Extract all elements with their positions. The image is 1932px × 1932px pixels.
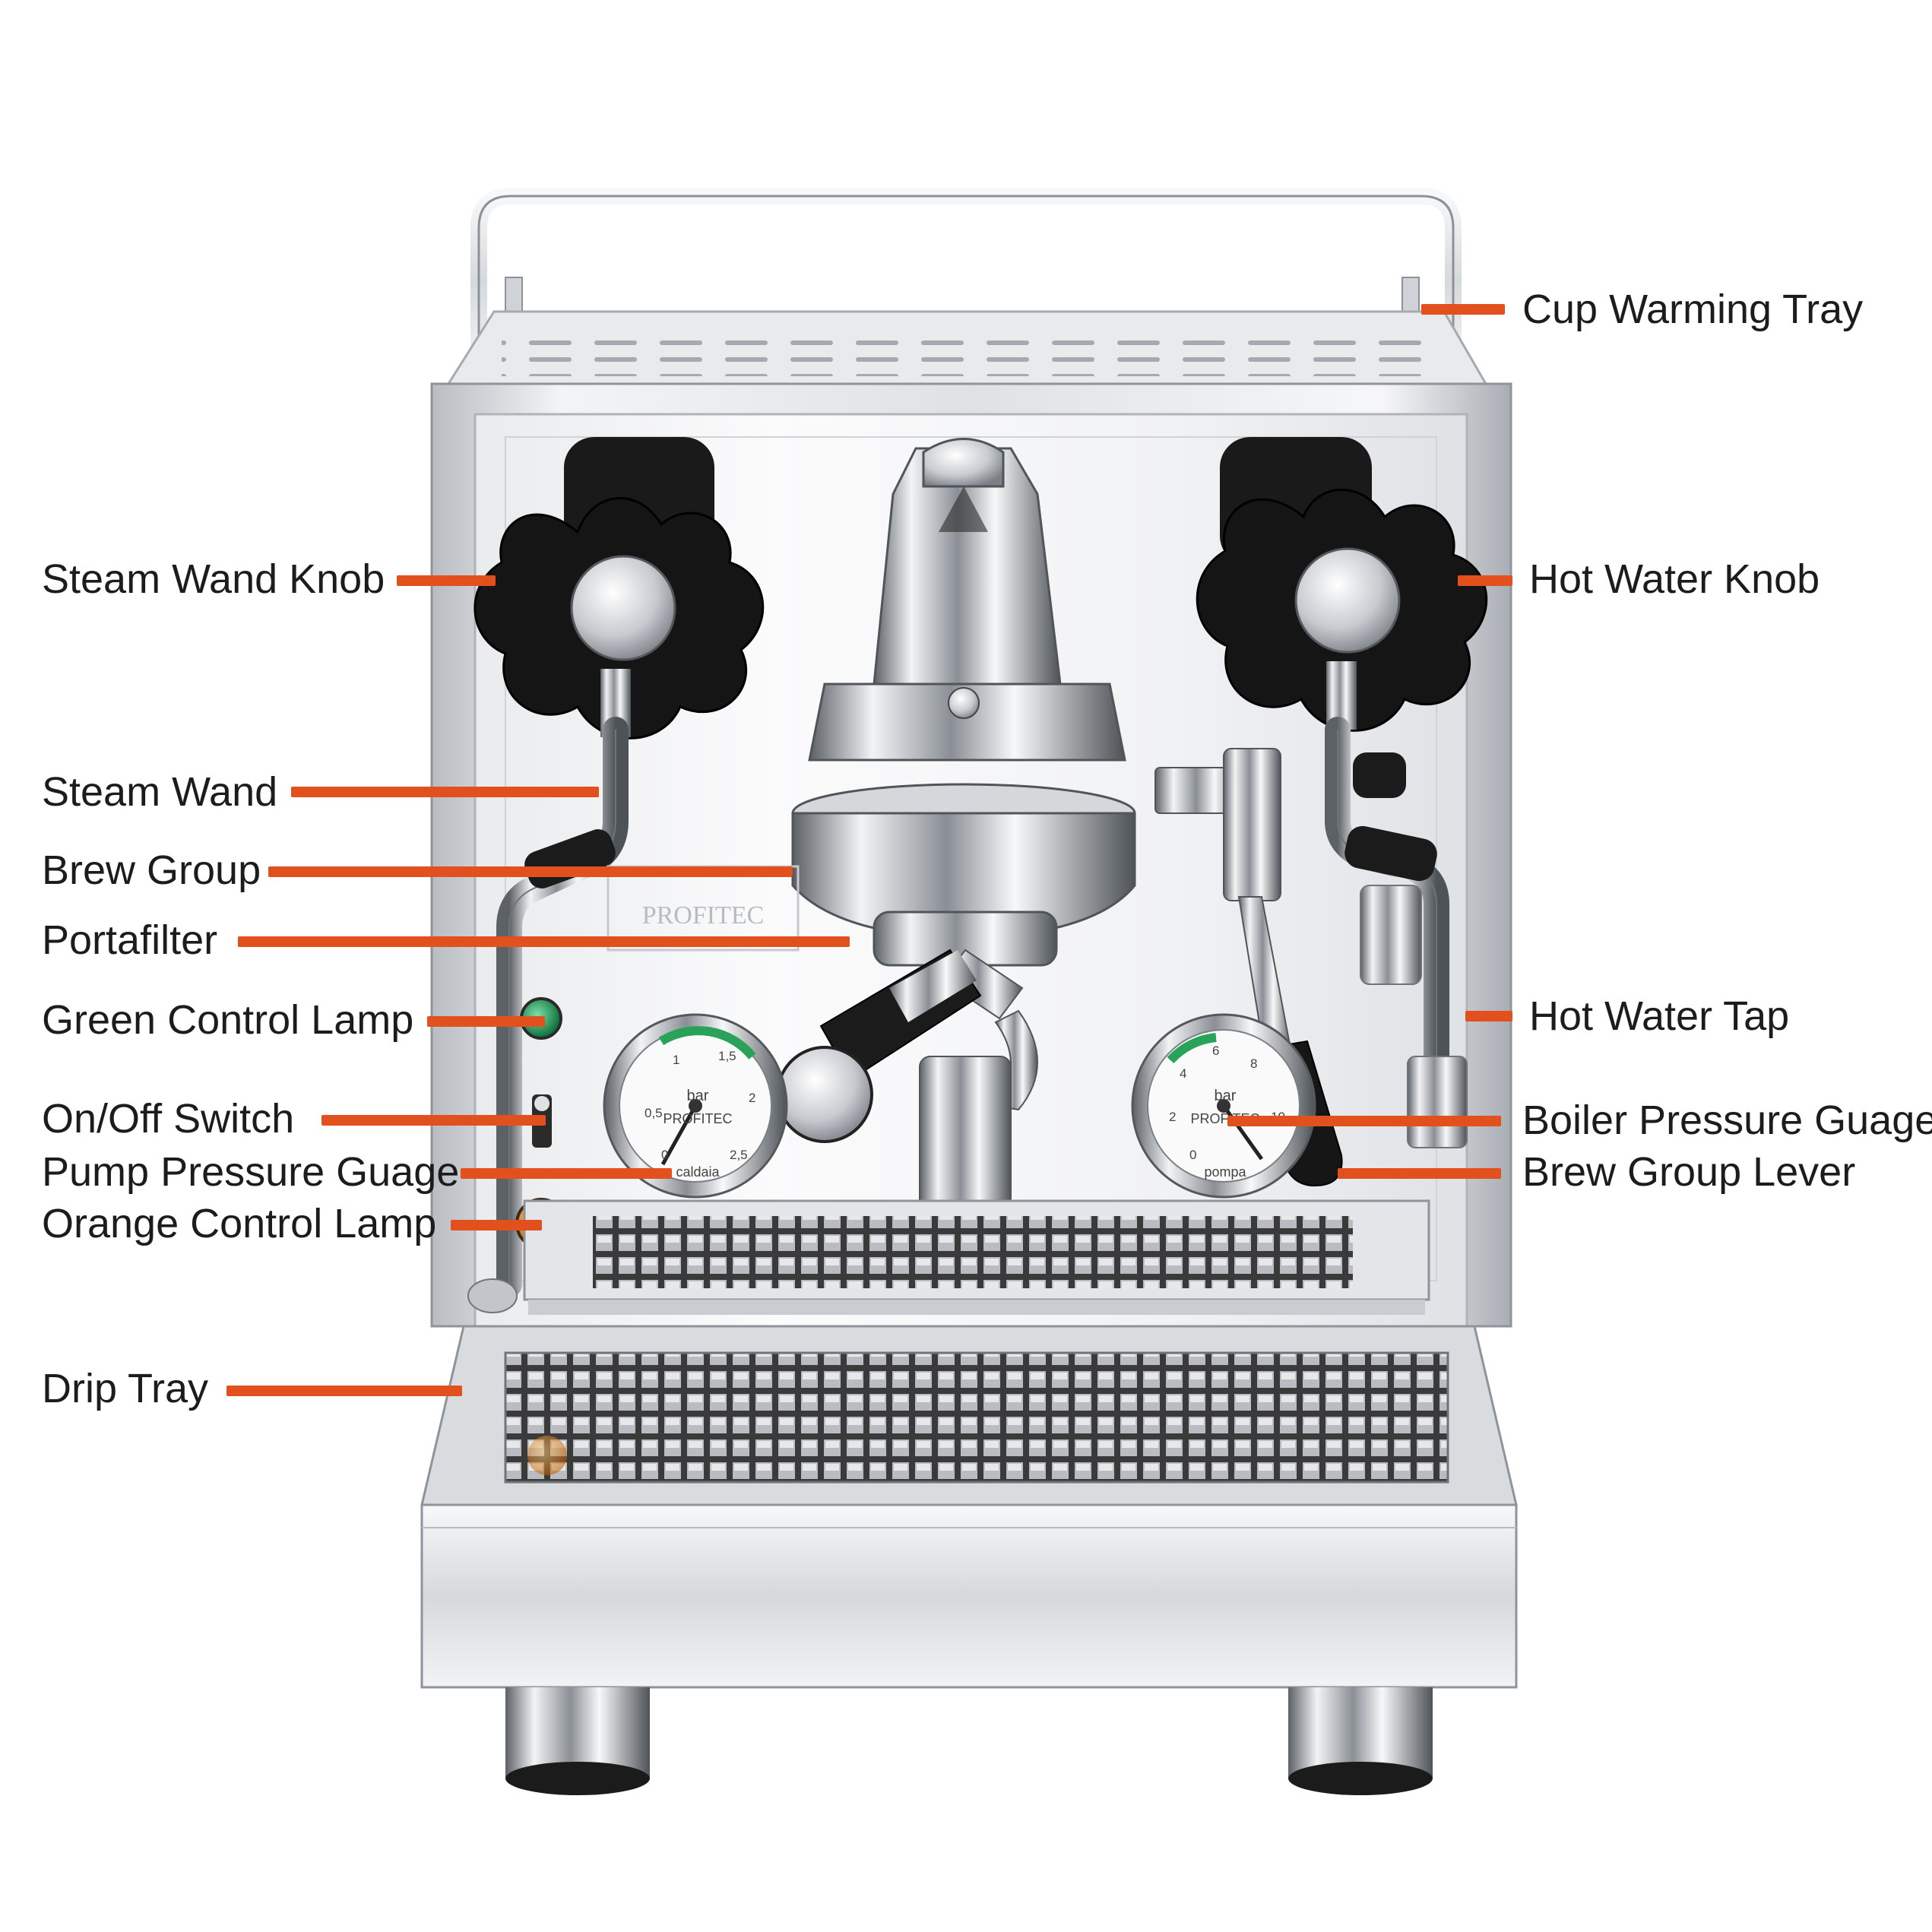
- pointer-steam-wand-knob: [397, 575, 496, 586]
- right-gauge-tick: 0: [1189, 1148, 1196, 1162]
- label-on-off-switch: On/Off Switch: [42, 1096, 295, 1142]
- steam-wand-knob: [473, 437, 765, 740]
- label-green-control-lamp: Green Control Lamp: [42, 997, 414, 1043]
- right-gauge-tick: 4: [1180, 1066, 1186, 1081]
- brand-plate: PROFITEC: [607, 865, 800, 952]
- label-brew-group-lever: Brew Group Lever: [1522, 1149, 1856, 1195]
- boiler-pressure-gauge: bar PROFITEC pompa 0 2 4 6 8 10: [1131, 1013, 1316, 1199]
- machine-feet: [505, 1687, 1433, 1795]
- left-gauge-tick: 2: [749, 1091, 755, 1105]
- right-gauge-tick: 6: [1212, 1044, 1219, 1058]
- label-boiler-pressure-guage: Boiler Pressure Guage: [1522, 1097, 1932, 1143]
- pointer-on-off-switch: [321, 1115, 546, 1126]
- left-gauge-tick: 0,5: [645, 1106, 663, 1120]
- brew-group-head: [791, 783, 1136, 967]
- portafilter: [776, 949, 1038, 1270]
- label-orange-control-lamp: Orange Control Lamp: [42, 1201, 437, 1246]
- pointer-hot-water-tap: [1465, 1011, 1512, 1021]
- left-gauge-tick: 1,5: [718, 1049, 736, 1063]
- pointer-steam-wand: [291, 787, 599, 797]
- pointer-orange-control-lamp: [451, 1220, 542, 1230]
- pointer-drip-tray: [226, 1386, 462, 1396]
- pointer-pump-pressure-guage: [461, 1168, 672, 1179]
- right-gauge-caption: pompa: [1204, 1164, 1246, 1180]
- pointer-brew-group: [268, 866, 793, 877]
- left-gauge-tick: 1: [673, 1053, 679, 1067]
- label-pump-pressure-guage: Pump Pressure Guage: [42, 1149, 460, 1195]
- right-gauge-tick: 8: [1250, 1056, 1257, 1071]
- label-portafilter: Portafilter: [42, 917, 218, 963]
- pointer-hot-water-knob: [1458, 575, 1512, 586]
- upper-grate: [523, 1199, 1430, 1315]
- hot-water-knob: [1196, 437, 1488, 732]
- label-drip-tray: Drip Tray: [42, 1366, 209, 1411]
- drip-tray: [420, 1325, 1518, 1689]
- pointer-green-control-lamp: [427, 1016, 545, 1027]
- brew-group-tower: [808, 438, 1126, 762]
- pointer-brew-group-lever: [1338, 1168, 1501, 1179]
- label-steam-wand: Steam Wand: [42, 769, 278, 815]
- label-steam-wand-knob: Steam Wand Knob: [42, 556, 385, 602]
- label-brew-group: Brew Group: [42, 847, 261, 893]
- label-hot-water-knob: Hot Water Knob: [1529, 556, 1820, 602]
- left-gauge-unit: bar: [687, 1088, 709, 1104]
- left-gauge-brand: PROFITEC: [663, 1111, 732, 1126]
- right-gauge-tick: 2: [1169, 1110, 1176, 1124]
- left-gauge-tick: 0: [661, 1148, 668, 1162]
- right-gauge-unit: bar: [1215, 1088, 1237, 1104]
- label-cup-warming-tray: Cup Warming Tray: [1522, 287, 1864, 332]
- pointer-boiler-pressure-guage: [1227, 1116, 1501, 1126]
- cup-warming-tray: [446, 310, 1488, 385]
- left-gauge-caption: caldaia: [676, 1164, 720, 1180]
- left-gauge-tick: 2,5: [730, 1148, 748, 1162]
- pump-pressure-gauge: bar PROFITEC caldaia 0 0,5 1 1,5 2 2,5: [603, 1013, 788, 1199]
- pointer-cup-warming-tray: [1421, 304, 1505, 315]
- pointer-portafilter: [238, 936, 850, 947]
- label-hot-water-tap: Hot Water Tap: [1529, 993, 1790, 1039]
- brand-plate-text: PROFITEC: [642, 901, 765, 930]
